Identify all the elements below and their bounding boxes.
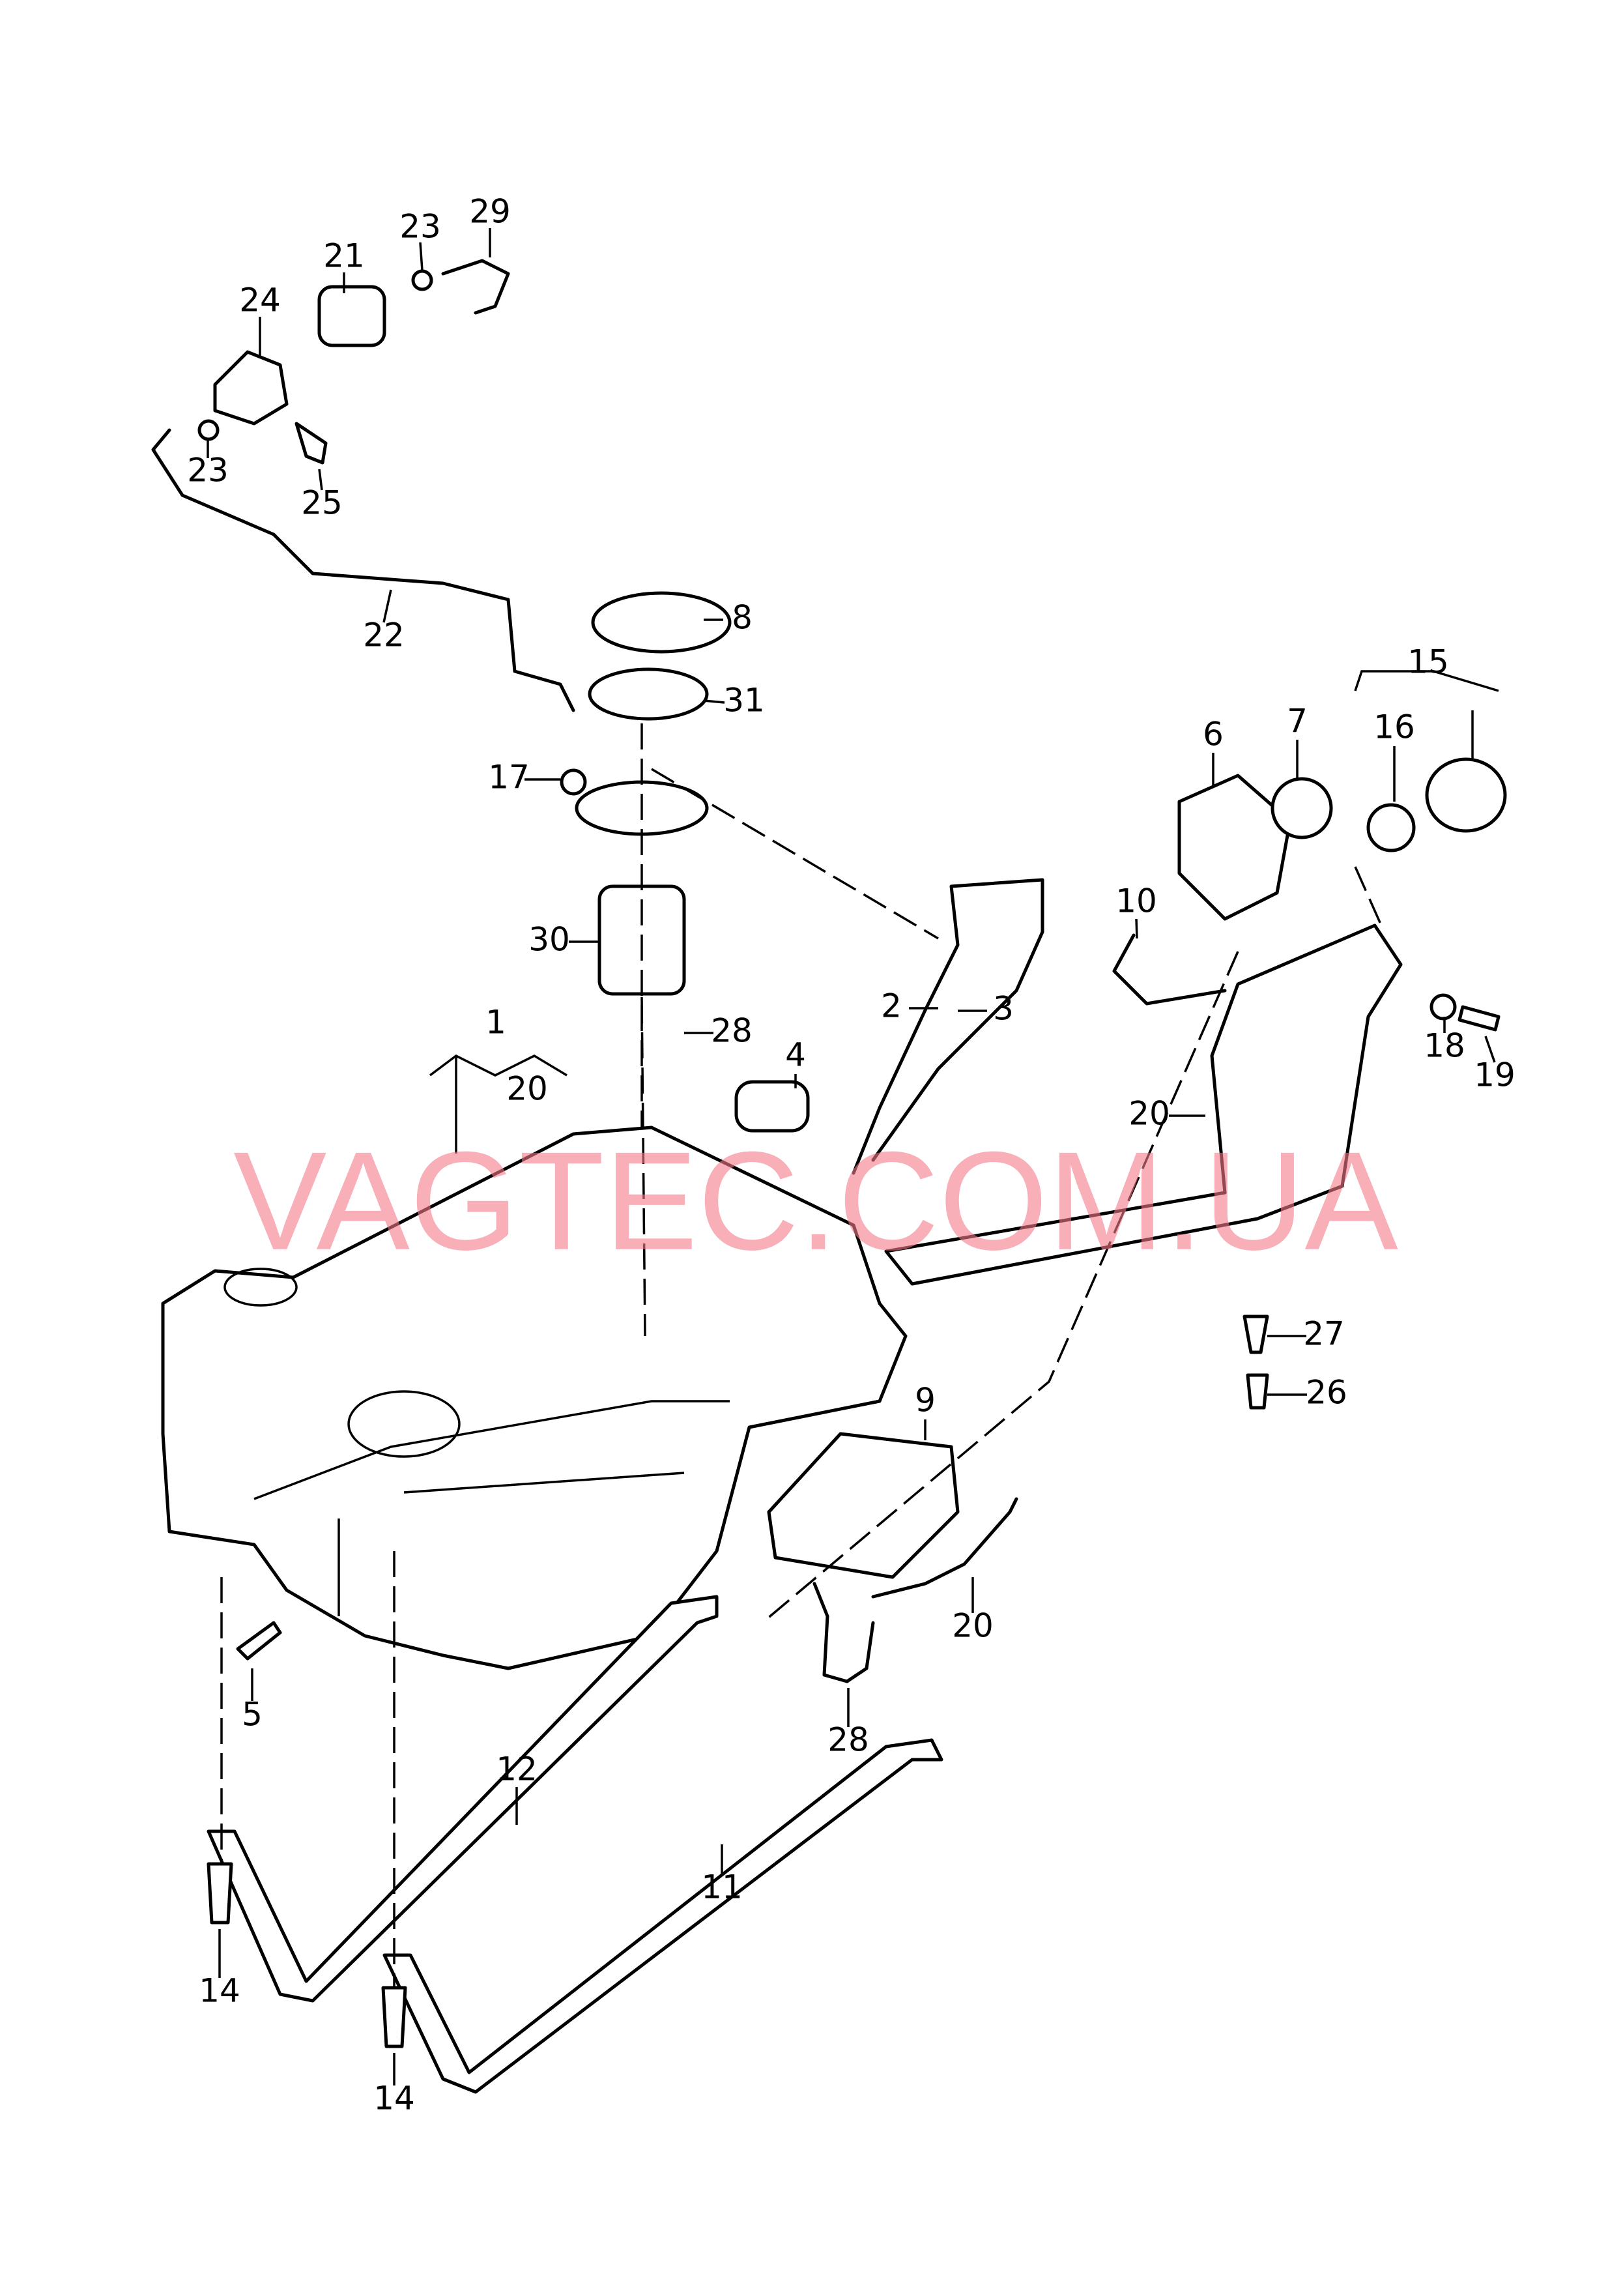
callout-4: 4 bbox=[785, 1036, 806, 1074]
callout-20: 20 bbox=[1128, 1095, 1170, 1133]
callout-25: 25 bbox=[301, 484, 343, 522]
callout-11: 11 bbox=[701, 1868, 743, 1906]
grommet-6 bbox=[1177, 774, 1292, 921]
callout-24: 24 bbox=[239, 282, 281, 319]
callout-18: 18 bbox=[1424, 1027, 1465, 1065]
bolt-14b bbox=[381, 1986, 407, 2048]
hose-28-lower bbox=[812, 1582, 875, 1683]
bolt-14a bbox=[207, 1862, 233, 1925]
leader-lines bbox=[207, 228, 1499, 2085]
callout-12: 12 bbox=[496, 1751, 538, 1788]
tank-contour bbox=[253, 1400, 730, 1616]
strap-12 bbox=[207, 1595, 719, 2003]
callout-23: 23 bbox=[399, 208, 441, 246]
bolt-5 bbox=[236, 1621, 282, 1661]
pump-21 bbox=[317, 285, 386, 347]
callout-14: 14 bbox=[373, 2080, 415, 2117]
assembly-line bbox=[220, 723, 1383, 1988]
callout-23: 23 bbox=[187, 452, 229, 489]
carbon-canister-9 bbox=[767, 1432, 960, 1579]
seal-31 bbox=[588, 667, 709, 721]
callout-10: 10 bbox=[1115, 882, 1157, 920]
callout-9: 9 bbox=[915, 1382, 936, 1419]
callout-17: 17 bbox=[488, 759, 530, 796]
seal-7 bbox=[1271, 777, 1333, 839]
callout-20: 20 bbox=[952, 1607, 994, 1645]
tank-port bbox=[223, 1268, 298, 1307]
callout-20: 20 bbox=[506, 1070, 548, 1108]
callout-8: 8 bbox=[732, 599, 753, 637]
callout-19: 19 bbox=[1474, 1056, 1515, 1094]
callout-15: 15 bbox=[1407, 643, 1449, 681]
clamp-23a bbox=[411, 269, 433, 291]
callout-3: 3 bbox=[993, 990, 1014, 1028]
clip-27 bbox=[1242, 1315, 1269, 1354]
callout-16: 16 bbox=[1373, 708, 1415, 746]
strap-11 bbox=[382, 1738, 943, 2094]
callout-2: 2 bbox=[881, 987, 902, 1025]
screw-26 bbox=[1246, 1373, 1269, 1410]
seal-16 bbox=[1366, 803, 1416, 852]
filler-neck-20 bbox=[884, 923, 1403, 1286]
callout-30: 30 bbox=[528, 921, 570, 959]
locking-ring-8 bbox=[591, 591, 732, 654]
callout-28: 28 bbox=[711, 1012, 753, 1050]
wire-10 bbox=[1112, 933, 1227, 1006]
watermark: VAGTEC.COM.UA bbox=[233, 1122, 1398, 1279]
callout-28: 28 bbox=[827, 1721, 869, 1759]
callout-22: 22 bbox=[363, 617, 405, 654]
fuel-filter-4 bbox=[734, 1080, 810, 1133]
callout-14: 14 bbox=[199, 1972, 240, 2010]
callout-27: 27 bbox=[1303, 1315, 1345, 1353]
clamp-23b bbox=[197, 419, 220, 441]
callout-6: 6 bbox=[1203, 716, 1224, 753]
hose-20-lower bbox=[871, 1497, 1018, 1599]
callout-31: 31 bbox=[723, 682, 765, 719]
bracket-24 bbox=[213, 350, 289, 426]
tank-opening bbox=[347, 1390, 461, 1458]
fuel-line-22 bbox=[151, 428, 575, 712]
filler-cap-15 bbox=[1425, 757, 1507, 833]
callout-5: 5 bbox=[242, 1696, 263, 1734]
fuel-tank-1 bbox=[161, 1126, 908, 1670]
nut-18 bbox=[1429, 993, 1457, 1021]
callout-1: 1 bbox=[485, 1004, 506, 1041]
callout-21: 21 bbox=[323, 237, 365, 275]
callout-7: 7 bbox=[1287, 703, 1308, 740]
clip-17 bbox=[560, 768, 587, 796]
fuel-lines-2-3 bbox=[852, 878, 1044, 1175]
bolt-25 bbox=[294, 422, 328, 465]
callout-26: 26 bbox=[1306, 1374, 1347, 1412]
callout-29: 29 bbox=[469, 193, 511, 231]
bolt-19 bbox=[1458, 1005, 1501, 1032]
hose-29 bbox=[441, 259, 510, 315]
